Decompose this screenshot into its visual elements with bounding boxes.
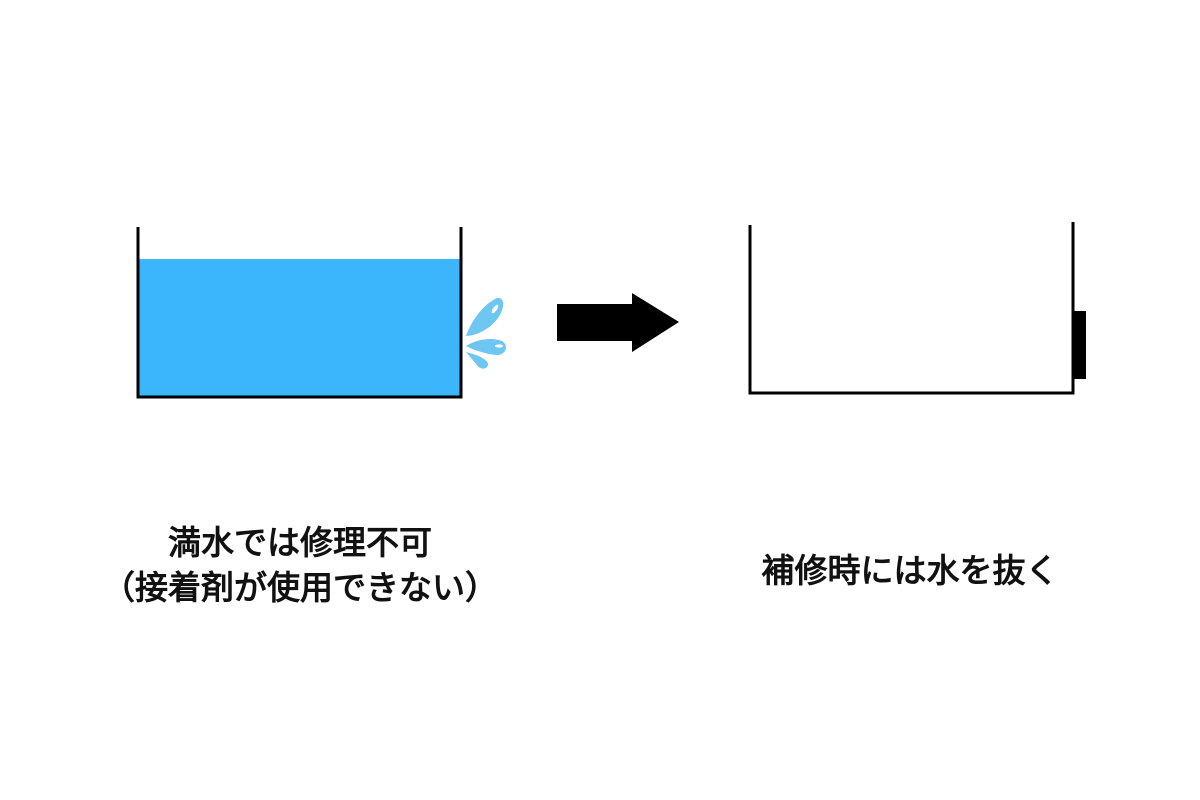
repair-patch xyxy=(1074,311,1086,379)
full-tank-caption: 満水では修理不可 （接着剤が使用できない） xyxy=(60,520,540,610)
splash-drop-upper-highlight xyxy=(491,304,499,314)
splash-drop-bottom xyxy=(466,352,489,369)
tank-outline-empty xyxy=(748,222,1075,395)
full-tank-caption-line2: （接着剤が使用できない） xyxy=(102,568,498,607)
empty-tank-caption: 補修時には水を抜く xyxy=(700,548,1120,593)
water-splash-icon xyxy=(466,297,507,369)
tank-outline-full xyxy=(136,227,463,399)
empty-tank-caption-line1: 補修時には水を抜く xyxy=(761,551,1059,590)
full-tank-caption-line1: 満水では修理不可 xyxy=(168,523,432,562)
tank-water xyxy=(139,259,460,397)
right-arrow-icon xyxy=(557,293,679,352)
splash-drop-upper xyxy=(466,297,504,336)
empty-tank xyxy=(748,222,1086,395)
splash-drop-lower-highlight xyxy=(495,344,503,348)
splash-drop-lower xyxy=(466,338,507,356)
full-tank xyxy=(136,227,463,399)
